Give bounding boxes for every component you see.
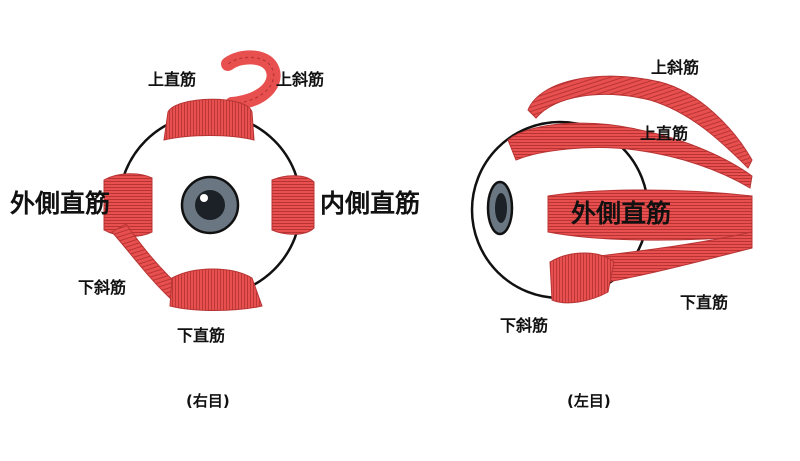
left-superior-oblique-muscle [527, 75, 753, 169]
label-right-superior-oblique: 上斜筋 [276, 70, 325, 89]
label-right-inferior-oblique: 下斜筋 [78, 278, 127, 297]
left-pupil [495, 193, 507, 223]
right-inferior-rectus-muscle [169, 268, 263, 311]
label-left-inferior-rectus: 下直筋 [680, 293, 729, 312]
right-superior-oblique-muscle [221, 50, 281, 111]
label-left-superior-rectus: 上直筋 [640, 124, 689, 143]
label-left-superior-oblique: 上斜筋 [651, 58, 700, 77]
right-eye [103, 50, 315, 311]
label-left-inferior-oblique: 下斜筋 [500, 316, 549, 335]
label-right-superior-rectus: 上直筋 [148, 70, 197, 89]
left-superior-rectus-muscle [507, 122, 753, 189]
left-inferior-oblique-muscle [549, 252, 615, 304]
label-right-medial-rectus: 内側直筋 [320, 189, 421, 218]
right-pupil [195, 190, 225, 220]
label-left-lateral-rectus: 外側直筋 [571, 199, 672, 228]
left-eye [470, 75, 753, 304]
caption-left-eye: (左目) [567, 392, 611, 410]
label-right-lateral-rectus: 外側直筋 [10, 189, 111, 218]
label-right-inferior-rectus: 下直筋 [177, 326, 226, 345]
right-superior-rectus-muscle [163, 98, 255, 141]
caption-right-eye: (右目) [186, 392, 230, 410]
right-medial-rectus-muscle [271, 175, 315, 235]
